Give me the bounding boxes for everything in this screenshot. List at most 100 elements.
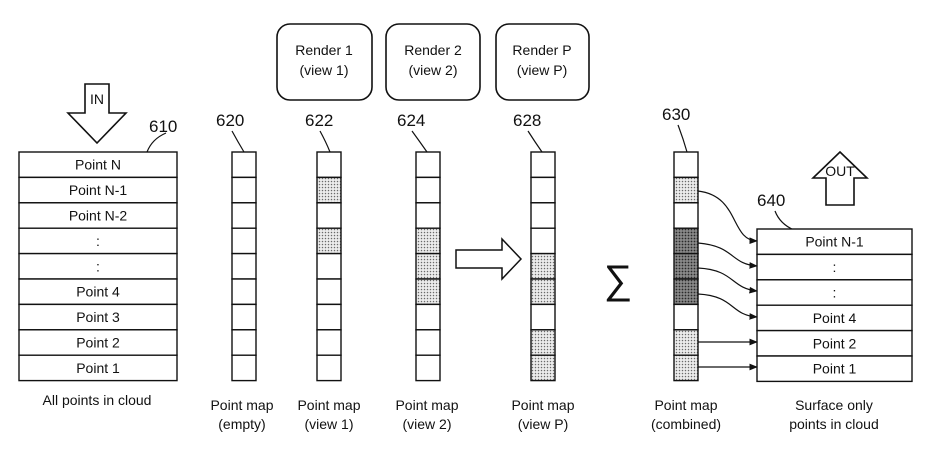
map-view1-cell: [316, 354, 342, 382]
map-combined-cell: [673, 252, 699, 280]
map-view2-cell: [415, 329, 441, 356]
map-view2-cell: [415, 202, 441, 229]
ref-number-630: 630: [662, 105, 690, 124]
surface-list-row-label: Point N-1: [805, 234, 864, 250]
cloud-list-row-label: Point N-2: [69, 208, 128, 224]
map-viewp-cell: [530, 354, 556, 382]
cloud-list-row-label: Point 4: [76, 284, 120, 300]
ref-number-628: 628: [513, 111, 541, 130]
caption-view1-line2: (view 1): [304, 416, 353, 432]
cloud-list-row: Point N-2: [18, 202, 178, 229]
connector-arrow: [697, 190, 758, 245]
render-box-2-title: Render 2: [404, 42, 462, 58]
caption-view2-line1: Point map: [395, 397, 458, 413]
map-combined-cell: [673, 329, 699, 356]
map-view2-cell: [415, 227, 441, 255]
surface-list-row: :: [756, 253, 913, 281]
map-combined-cell: [673, 176, 699, 204]
map-view1-cell: [316, 303, 342, 331]
map-view1-cell: [316, 202, 342, 229]
map-combined-cell: [673, 151, 699, 179]
ref-number-620: 620: [216, 111, 244, 130]
ref-number-622: 622: [305, 111, 333, 130]
connector-arrow: [697, 242, 758, 269]
render-box-p-title: Render P: [512, 42, 571, 58]
point-map-view2: [415, 151, 441, 382]
ref-number-610: 610: [149, 117, 177, 136]
render-box-1-view: (view 1): [299, 62, 348, 78]
leader-640: [774, 210, 795, 231]
in-arrow-icon: IN: [66, 83, 128, 145]
ref-number-624: 624: [397, 111, 425, 130]
leader-622: [319, 130, 331, 153]
map-view1-cell: [316, 151, 342, 179]
surface-list-row: Point 1: [756, 355, 913, 383]
cloud-list-row: Point N-1: [18, 176, 178, 204]
map-empty-cell: [231, 176, 257, 204]
map-view2-cell: [415, 151, 441, 179]
caption-viewp-line2: (view P): [518, 416, 569, 432]
render-box-2: Render 2 (view 2): [385, 23, 481, 101]
cloud-list-row: Point 3: [18, 303, 178, 331]
map-view1-cell: [316, 329, 342, 356]
map-viewp-cell: [530, 227, 556, 255]
caption-empty-line1: Point map: [210, 397, 273, 413]
surface-list-row: Point N-1: [756, 228, 913, 256]
map-empty-cell: [231, 227, 257, 255]
leader-624: [411, 130, 428, 153]
surface-list-row-label: Point 4: [813, 310, 857, 326]
map-empty-cell: [231, 329, 257, 356]
cloud-list-row: Point 4: [18, 278, 178, 306]
surface-list-row: Point 4: [756, 304, 913, 332]
map-empty-cell: [231, 303, 257, 331]
map-view1-cell: [316, 176, 342, 204]
transition-arrow-icon: [455, 237, 523, 281]
map-view2-cell: [415, 252, 441, 280]
render-box-2-view: (view 2): [408, 62, 457, 78]
cloud-list-row-label: :: [96, 258, 100, 274]
map-view2-cell: [415, 278, 441, 306]
caption-combined-line1: Point map: [654, 397, 717, 413]
caption-all-points: All points in cloud: [43, 392, 152, 408]
cloud-list-row-label: :: [96, 233, 100, 249]
point-map-viewp: [530, 151, 556, 382]
map-combined-cell: [673, 303, 699, 331]
point-map-empty: [231, 151, 257, 382]
surface-list-row: Point 2: [756, 329, 913, 357]
sum-symbol-icon: ∑: [604, 258, 633, 302]
point-map-combined: [673, 151, 699, 382]
cloud-list-row: :: [18, 227, 178, 255]
cloud-list-row-label: Point 1: [76, 360, 120, 376]
caption-viewp-line1: Point map: [511, 397, 574, 413]
map-combined-cell: [673, 227, 699, 255]
surface-list-row-label: Point 2: [813, 335, 857, 351]
map-viewp-cell: [530, 303, 556, 331]
cloud-list-row: :: [18, 252, 178, 280]
render-box-1: Render 1 (view 1): [276, 23, 373, 101]
cloud-list-row: Point N: [18, 151, 178, 179]
point-map-view1: [316, 151, 342, 382]
surface-list-row: :: [756, 279, 913, 306]
caption-empty-line2: (empty): [218, 416, 265, 432]
caption-surface-line1: Surface only: [795, 397, 873, 413]
map-empty-cell: [231, 151, 257, 179]
map-empty-cell: [231, 202, 257, 229]
out-arrow-icon: OUT: [811, 150, 869, 206]
cloud-list-row-label: Point N: [75, 157, 121, 173]
map-view2-cell: [415, 303, 441, 331]
cloud-list-row: Point 1: [18, 354, 178, 382]
cloud-list-row: Point 2: [18, 329, 178, 356]
map-view2-cell: [415, 354, 441, 382]
map-combined-cell: [673, 354, 699, 382]
caption-surface-line2: points in cloud: [789, 416, 879, 432]
connector-arrow: [697, 293, 758, 320]
map-viewp-cell: [530, 176, 556, 204]
render-box-p: Render P (view P): [495, 23, 590, 101]
map-viewp-cell: [530, 202, 556, 229]
cloud-list-row-label: Point 3: [76, 309, 120, 325]
connector-arrows: [697, 190, 758, 371]
caption-view1-line1: Point map: [297, 397, 360, 413]
